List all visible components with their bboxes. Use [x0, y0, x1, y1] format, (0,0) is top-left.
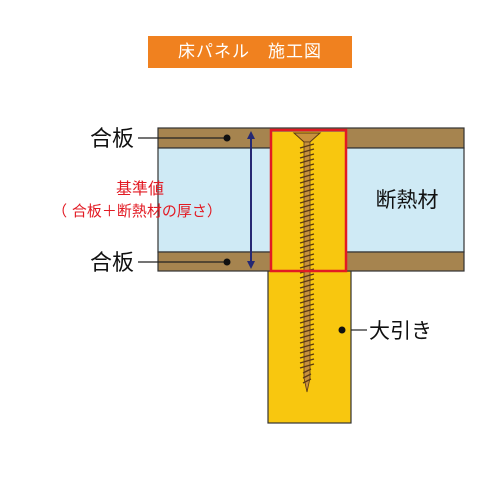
- leader-dot-girder: [338, 326, 346, 334]
- label-girder: 大引き: [369, 319, 432, 343]
- label-standard-value: 基準値: [116, 179, 164, 198]
- label-insulation: 断熱材: [376, 188, 439, 212]
- label-plywood-top: 合板: [90, 127, 134, 152]
- diagram-title: 床パネル 施工図: [148, 36, 352, 68]
- leader-dot-plywood-bottom: [223, 258, 231, 266]
- label-standard-value-detail: （ 合板＋断熱材の厚さ）: [52, 202, 222, 220]
- highlight-box: [269, 128, 348, 273]
- screw-icon: [292, 132, 322, 393]
- label-plywood-bottom: 合板: [90, 251, 134, 276]
- leader-dot-plywood-top: [223, 134, 231, 142]
